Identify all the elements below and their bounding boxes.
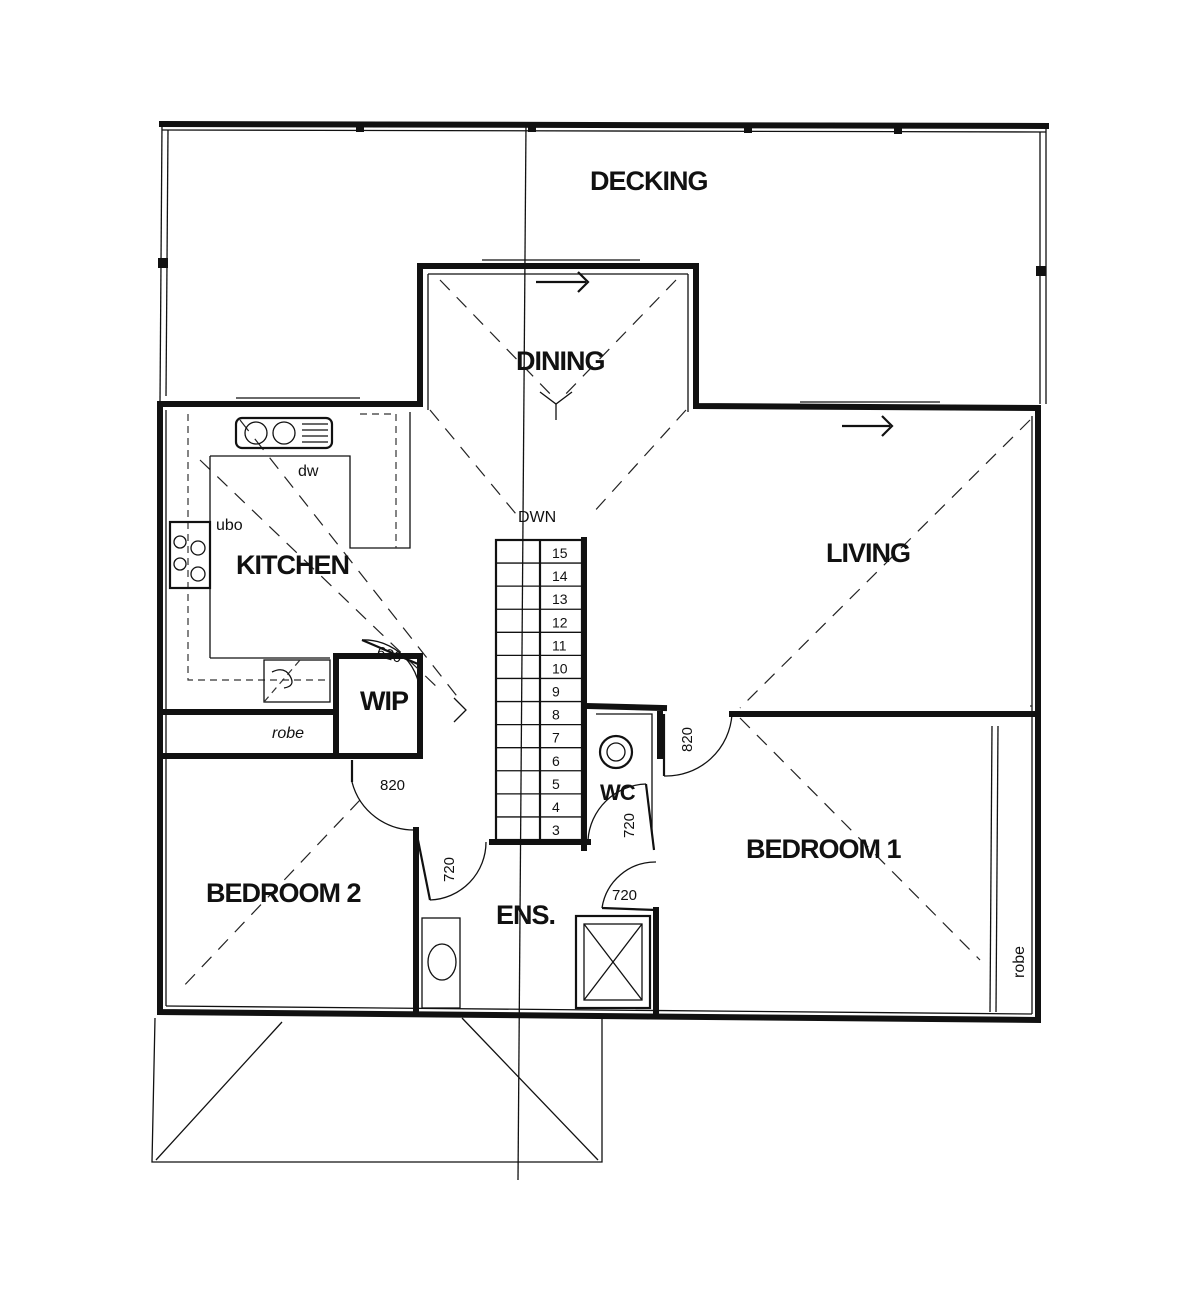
- label-dishwasher: dw: [298, 463, 319, 480]
- stair-steps: 15 14 13 12 11 10 9 8 7 6 5 4 3: [496, 545, 582, 838]
- stair-number: 12: [552, 614, 568, 630]
- room-labels: DECKING DINING KITCHEN LIVING WIP BEDROO…: [206, 166, 911, 930]
- door-width-wc: 720: [621, 813, 638, 838]
- bathroom-fixtures: [421, 713, 653, 1010]
- door-width-bedroom1: 820: [679, 727, 696, 752]
- stair-number: 11: [552, 637, 567, 653]
- porch-area: [151, 1016, 603, 1163]
- robes: [989, 725, 999, 1013]
- fixture-labels: dw ubo robe robe DWN: [216, 463, 1028, 978]
- stair-number: 6: [552, 753, 560, 769]
- cooktop-icon: [168, 520, 212, 590]
- sink-icon: [234, 416, 334, 450]
- decking-area: [158, 120, 1050, 404]
- doors: [350, 638, 733, 912]
- label-dining: DINING: [516, 346, 605, 376]
- door-width-ensuite-right: 720: [612, 887, 637, 904]
- label-robe-bedroom1: robe: [1011, 946, 1028, 978]
- stair-number: 10: [552, 660, 568, 676]
- kitchen-benches: [168, 412, 411, 703]
- toilet-icon: [598, 734, 634, 770]
- door-width-bedroom2: 820: [380, 777, 405, 794]
- basin-icon: [427, 943, 457, 981]
- stair-number: 8: [552, 707, 560, 723]
- label-oven: ubo: [216, 517, 243, 534]
- label-bedroom2: BEDROOM 2: [206, 878, 361, 908]
- interior-walls: [157, 537, 1041, 1019]
- ceiling-lines: [179, 279, 1032, 991]
- stair-number: 13: [552, 591, 568, 607]
- staircase: [494, 538, 584, 842]
- label-stair-direction: DWN: [518, 509, 556, 526]
- door-width-ensuite-left: 720: [441, 857, 458, 882]
- label-living: LIVING: [826, 538, 910, 568]
- door-width-labels: 620 820 820 720 720 720: [375, 644, 696, 904]
- label-bedroom1: BEDROOM 1: [746, 834, 902, 864]
- label-wip: WIP: [360, 686, 409, 716]
- reference-line: [517, 123, 527, 1181]
- stair-number: 14: [552, 568, 568, 584]
- label-ensuite: ENS.: [496, 900, 555, 930]
- label-kitchen: KITCHEN: [236, 550, 349, 580]
- sliding-door-arrows: [536, 271, 894, 437]
- shower-icon: [574, 914, 652, 1010]
- stair-number: 15: [552, 545, 568, 561]
- pantry-shelves: [263, 659, 331, 703]
- label-decking: DECKING: [590, 166, 708, 196]
- label-robe-bedroom2: robe: [272, 725, 304, 742]
- stair-number: 4: [552, 799, 560, 815]
- stair-number: 9: [552, 684, 560, 700]
- label-wc: WC: [600, 780, 636, 805]
- vanity: [421, 917, 461, 1009]
- stair-number: 5: [552, 776, 560, 792]
- stair-number: 3: [552, 822, 560, 838]
- door-width-wip: 620: [375, 644, 404, 667]
- stair-number: 7: [552, 730, 560, 746]
